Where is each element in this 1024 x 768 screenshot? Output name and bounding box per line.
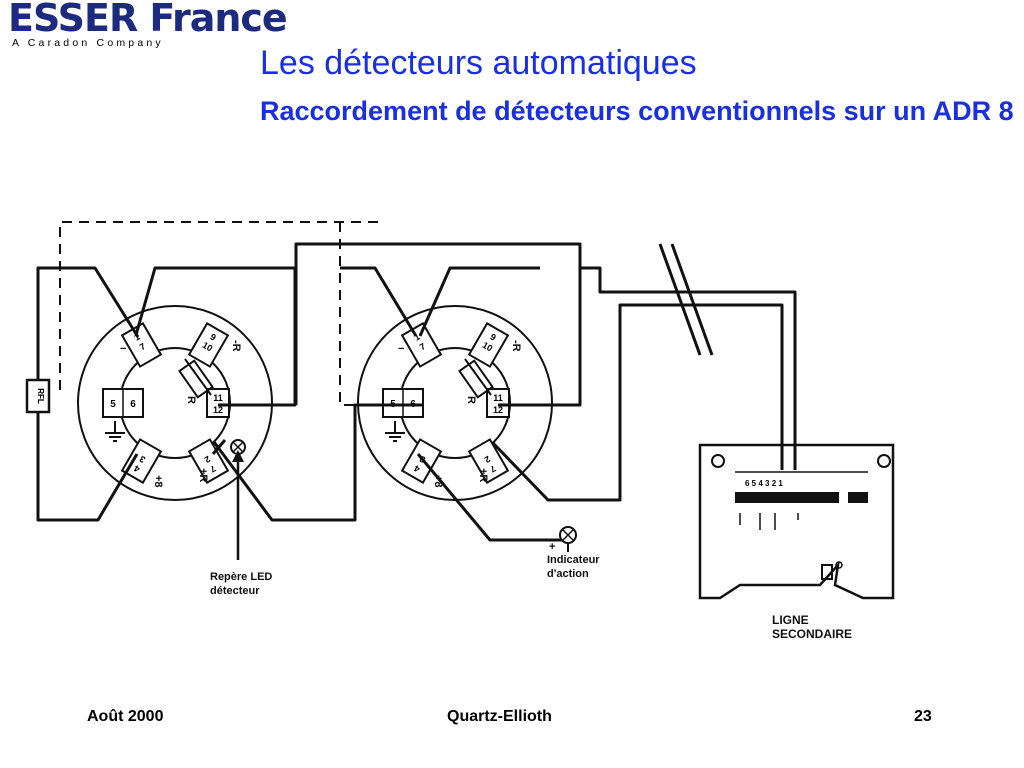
module-terminal-numbers: 6 5 4 3 2 1 <box>745 479 783 488</box>
action-indicator-label-line1: Indicateur <box>547 554 600 566</box>
diagram-labels: Repère LED détecteur + Indicateur d'acti… <box>210 541 852 641</box>
dashed-wire <box>59 221 405 406</box>
action-indicator <box>559 526 577 552</box>
svg-text:R: R <box>465 396 477 404</box>
slide-title: Les détecteurs automatiques <box>260 44 697 82</box>
secondary-line-label-line2: SECONDAIRE <box>772 627 852 641</box>
loop-wires <box>36 242 797 542</box>
logo-brand-text: ESSER France <box>8 0 288 40</box>
terminal-markings: − -R R +R +8 − -R R +R +8 <box>120 340 522 488</box>
secondary-line-label-line1: LIGNE <box>772 613 809 627</box>
svg-text:+8: +8 <box>152 475 164 488</box>
svg-text:+R: +R <box>477 468 489 482</box>
svg-text:+8: +8 <box>432 475 444 488</box>
footer-company: Quartz-Ellioth <box>447 708 552 725</box>
action-indicator-label-line2: d'action <box>547 568 589 580</box>
detector-base-2 <box>357 305 553 501</box>
svg-text:R: R <box>185 396 197 404</box>
end-of-line-resistor: RFL <box>25 378 51 414</box>
svg-text:-R: -R <box>230 340 242 352</box>
adr8-module: 6 5 4 3 2 1 <box>698 443 895 600</box>
action-indicator-plus: + <box>549 541 555 553</box>
svg-text:−: − <box>398 343 404 355</box>
logo-tagline: A Caradon Company <box>12 37 164 49</box>
cut-marks <box>658 243 714 356</box>
led-marker-label-line1: Repère LED <box>210 571 272 583</box>
slide-subtitle: Raccordement de détecteurs conventionnel… <box>260 96 1014 126</box>
svg-text:−: − <box>120 343 126 355</box>
resistor-label: RFL <box>36 388 45 404</box>
led-marker <box>230 439 246 560</box>
esser-france-logo: ESSER France A Caradon Company <box>8 0 368 52</box>
footer-date: Août 2000 <box>87 708 164 725</box>
led-marker-label-line2: détecteur <box>210 585 260 597</box>
detector-base-1 <box>77 305 273 501</box>
svg-text:-R: -R <box>510 340 522 352</box>
svg-text:+R: +R <box>197 468 209 482</box>
footer-page-number: 23 <box>914 708 932 725</box>
